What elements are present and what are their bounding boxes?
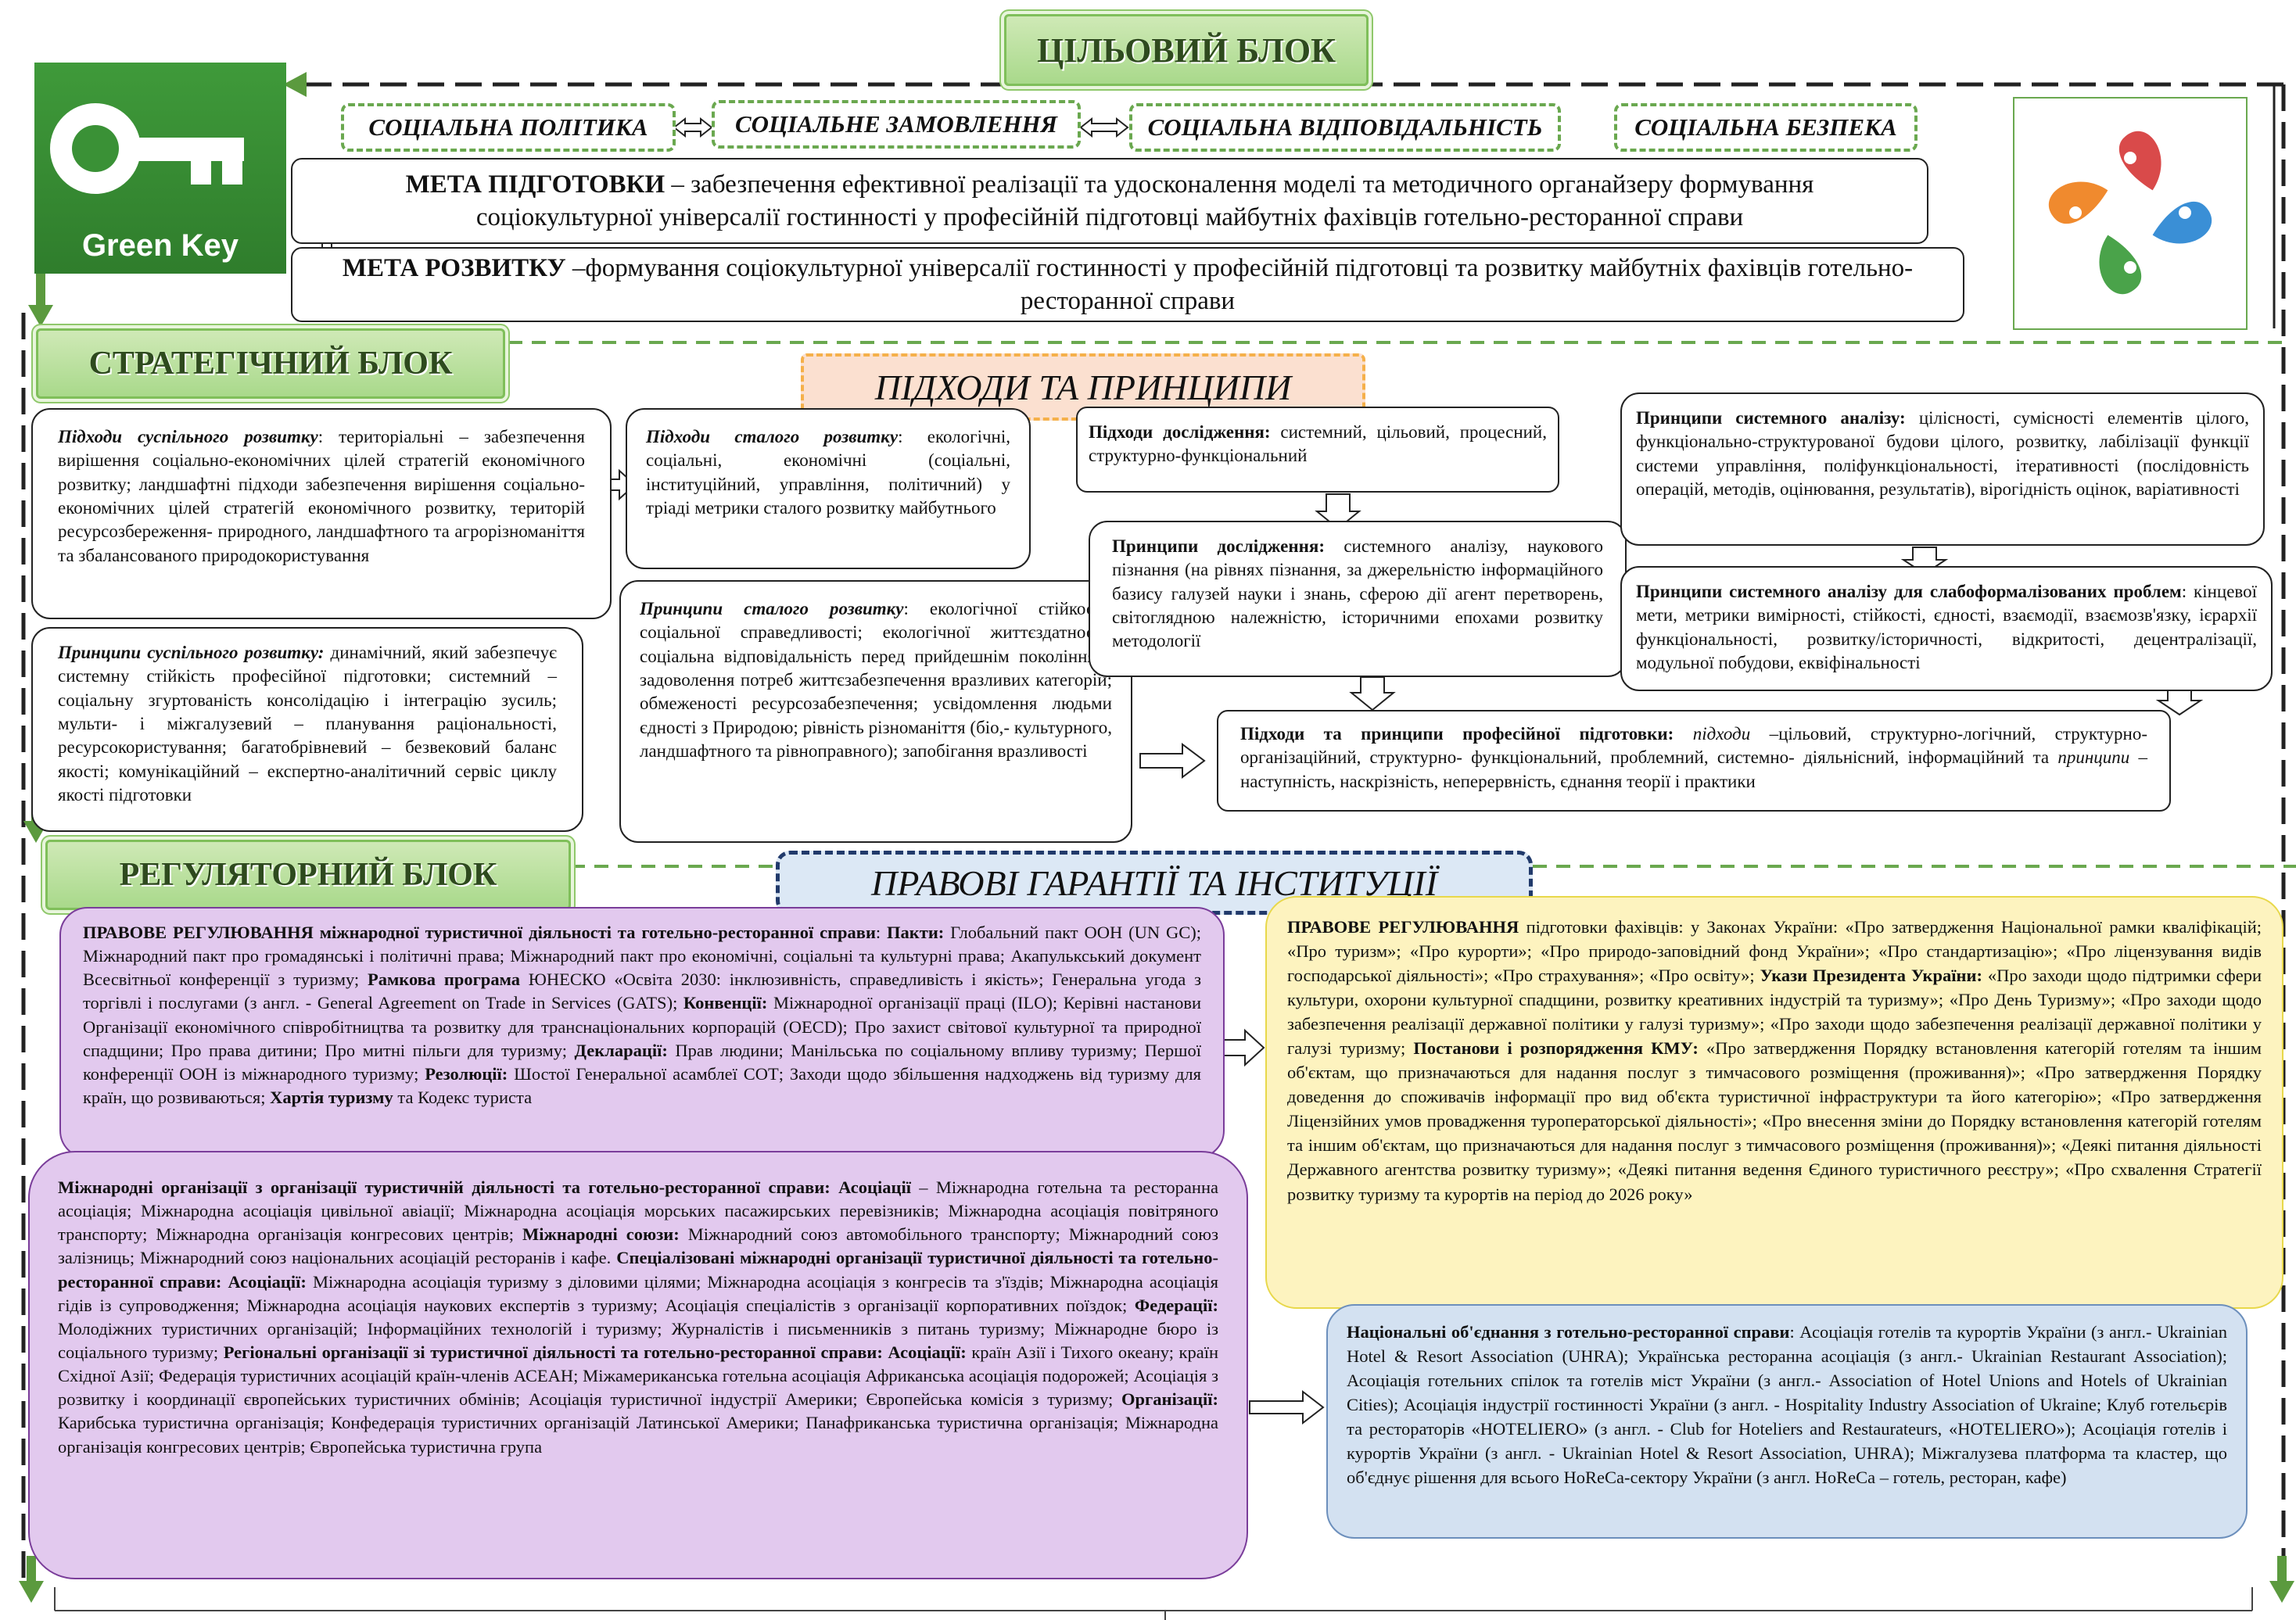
logo-text: Green Key: [81, 228, 239, 263]
research-approaches-box: Підходи дослідження: системний, цільовий…: [1076, 407, 1559, 493]
green-key-logo: Green Key: [34, 63, 286, 274]
intl-reg-t4: Глобальний пакт ООН (UN GC); Міжнародний…: [83, 923, 1201, 990]
nat-reg-t6: «Про затвердження Порядку встановлення к…: [1287, 1038, 2262, 1204]
intl-orgs-t4: Міжнародний союз автомобільного транспор…: [58, 1224, 1218, 1268]
research-principles-box: Принципи дослідження: системного аналізу…: [1089, 521, 1627, 677]
professional-principles-text: –наступність, наскрізність, неперервніст…: [1240, 747, 2148, 791]
social-care-logo: [2013, 97, 2248, 330]
target-block-title: ЦІЛЬОВИЙ БЛОК: [1004, 14, 1369, 86]
goal-development-title: МЕТА РОЗВИТКУ: [342, 253, 566, 282]
national-associations-box: Національні об'єднання з готельно-рестор…: [1326, 1304, 2248, 1539]
weak-formalized-box: Принципи системного аналізу для слабофор…: [1620, 566, 2273, 691]
goal-training-text: – забезпечення ефективної реалізації та …: [475, 170, 1814, 231]
nat-assoc-t2: : Асоціація готелів та курортів України …: [1347, 1322, 2227, 1488]
intl-orgs-t7: Федерації:: [1134, 1295, 1218, 1315]
nat-reg-t2: підготовки фахівців: у Законах України: …: [1287, 917, 2262, 986]
intl-orgs-t5: Спеціалізовані міжнародні організації ту…: [58, 1248, 1218, 1292]
professional-approaches-text: –цільовий, структурно-логічний, структур…: [1240, 724, 2147, 768]
social-dev-approaches-box: Підходи суспільного розвитку: територіал…: [31, 408, 612, 619]
intl-orgs-t10: країн Азії і Тихого океану; країн Східно…: [58, 1342, 1218, 1410]
intl-orgs-t9: Регіональні організації зі туристичної д…: [223, 1342, 967, 1362]
goal-training-title: МЕТА ПІДГОТОВКИ: [405, 170, 665, 199]
research-principles-text: системного аналізу, наукового пізнання (…: [1112, 536, 1603, 651]
research-approaches-text: системний, цільовий, процесний, структур…: [1089, 422, 1547, 466]
system-analysis-title: Принципи системного аналізу:: [1636, 408, 1906, 428]
professional-approaches-label: підходи: [1692, 724, 1751, 744]
research-approaches-title: Підходи дослідження:: [1089, 422, 1271, 442]
system-analysis-text: цілісності, сумісності елементів цілого,…: [1636, 408, 2249, 500]
goal-development-box: МЕТА РОЗВИТКУ –формування соціокультурно…: [291, 247, 1964, 322]
intl-orgs-t11: Організації:: [1121, 1389, 1218, 1410]
intl-reg-t12: Шостої Генеральної асамблеї СОТ; Заходи …: [83, 1063, 1201, 1107]
nat-reg-t3: Укази Президента України:: [1760, 966, 1982, 986]
professional-title: Підходи та принципи професійної підготов…: [1240, 724, 1674, 744]
goal-development-text: –формування соціокультурної універсалії …: [565, 253, 1914, 315]
regulatory-block-title: РЕГУЛЯТОРНИЙ БЛОК: [45, 840, 571, 910]
system-analysis-box: Принципи системного аналізу: цілісності,…: [1620, 392, 2265, 546]
nat-reg-t4: «Про заходи щодо підтримки сфери культур…: [1287, 966, 2262, 1059]
sustainable-principles-title: Принципи сталого розвитку: [640, 599, 904, 618]
social-dev-approaches-text: : територіальні – забезпечення вирішення…: [58, 427, 586, 565]
sustainable-approaches-text: : екологічні, соціальні, економічні (соц…: [646, 427, 1011, 518]
intl-reg-t3: Пакти:: [887, 923, 945, 942]
goal-training-box: МЕТА ПІДГОТОВКИ – забезпечення ефективно…: [291, 158, 1928, 244]
intl-orgs-t3: Міжнародні союзи:: [522, 1224, 680, 1245]
intl-reg-t5: Рамкова програма: [367, 969, 520, 990]
sustainable-principles-text: : екологічної стійкості; соціальної спра…: [640, 599, 1112, 762]
social-dev-principles-box: Принципи суспільного розвитку: динамічни…: [31, 627, 583, 832]
sustainable-principles-box: Принципи сталого розвитку: екологічної с…: [619, 580, 1132, 843]
intl-regulation-box: ПРАВОВЕ РЕГУЛЮВАННЯ міжнародної туристич…: [59, 907, 1225, 1159]
professional-training-box: Підходи та принципи професійної підготов…: [1217, 710, 2171, 812]
professional-principles-label: принципи: [2057, 747, 2130, 768]
sustainable-approaches-title: Підходи сталого розвитку: [646, 427, 899, 446]
intl-reg-t11: Резолюції:: [425, 1063, 508, 1084]
weak-formalized-text: : кінцевої мети, метрики вимірності, сті…: [1636, 582, 2258, 673]
intl-reg-t6: ЮНЕСКО «Освіта 2030: інклюзивність, спра…: [83, 969, 1201, 1013]
social-dev-approaches-title: Підходи суспільного розвитку: [58, 427, 318, 446]
nat-assoc-t1: Національні об'єднання з готельно-рестор…: [1347, 1322, 1790, 1342]
intl-orgs-t6: Міжнародна асоціація туризму з діловими …: [58, 1271, 1218, 1315]
intl-reg-t9: Декларації:: [574, 1040, 668, 1060]
intl-orgs-box: Міжнародні організації з організації тур…: [28, 1151, 1248, 1579]
nat-reg-t5: Постанови і розпорядження КМУ:: [1413, 1038, 1699, 1059]
social-dev-principles-title: Принципи суспільного розвитку:: [58, 643, 325, 662]
intl-reg-t14: та Кодекс туриста: [393, 1087, 533, 1107]
intl-reg-t2: :: [875, 923, 888, 942]
intl-reg-t13: Хартія туризму: [270, 1087, 393, 1107]
tag-social-security: СОЦІАЛЬНА БЕЗПЕКА: [1614, 103, 1918, 152]
nat-reg-t1: ПРАВОВЕ РЕГУЛЮВАННЯ: [1287, 917, 1519, 937]
intl-orgs-t1: Міжнародні організації з організації тур…: [58, 1177, 911, 1197]
heart-clover-icon: [2048, 131, 2212, 295]
sustainable-approaches-box: Підходи сталого розвитку: екологічні, со…: [626, 408, 1031, 569]
tag-social-order: СОЦІАЛЬНЕ ЗАМОВЛЕННЯ: [712, 100, 1081, 149]
weak-formalized-title: Принципи системного аналізу для слабофор…: [1636, 582, 2182, 601]
intl-reg-t7: Конвенції:: [683, 993, 768, 1013]
intl-reg-t8: Міжнародної організації праці (ILO); Кер…: [83, 993, 1201, 1060]
intl-orgs-t12: Карибська туристична організація; Конфед…: [58, 1413, 1218, 1457]
intl-orgs-t8: Молодіжних туристичних організацій; Інфо…: [58, 1318, 1218, 1362]
tag-social-policy: СОЦІАЛЬНА ПОЛІТИКА: [341, 103, 676, 152]
intl-reg-t1: ПРАВОВЕ РЕГУЛЮВАННЯ міжнародної туристич…: [83, 923, 876, 942]
intl-orgs-t2: – Міжнародна готельна та ресторанна асоц…: [58, 1177, 1218, 1245]
strategic-block-title: СТРАТЕГІЧНИЙ БЛОК: [36, 328, 505, 399]
social-dev-principles-text: динамічний, який забезпечує системну сті…: [58, 643, 557, 805]
national-regulation-box: ПРАВОВЕ РЕГУЛЮВАННЯ підготовки фахівців:…: [1265, 896, 2283, 1309]
intl-reg-t10: Прав людини; Манільська по соціальному в…: [83, 1040, 1201, 1084]
research-principles-title: Принципи дослідження:: [1112, 536, 1325, 556]
key-icon: [50, 103, 244, 194]
tag-social-responsibility: СОЦІАЛЬНА ВІДПОВІДАЛЬНІСТЬ: [1129, 103, 1561, 152]
